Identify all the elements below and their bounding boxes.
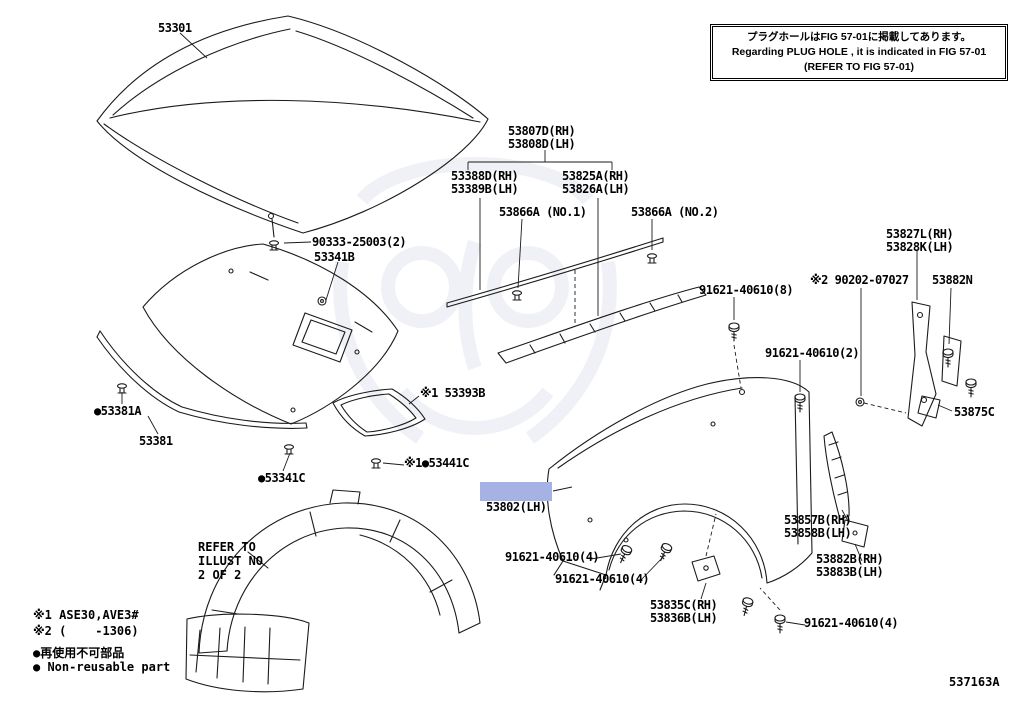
- part-label-53807d-53808d: 53807D(RH) 53808D(LH): [508, 124, 576, 151]
- part-label-53441c: ※1●53441C: [404, 456, 469, 470]
- refer-note-line: REFER TO: [198, 540, 256, 554]
- part-label-line: 53882B(RH): [816, 552, 884, 566]
- part-label-90202-07027: ※2 90202-07027: [810, 273, 909, 287]
- part-label-53341b: 53341B: [314, 250, 355, 264]
- part-label-53827l-53828k: 53827L(RH) 53828K(LH): [886, 227, 954, 254]
- selected-part-highlight[interactable]: [480, 482, 552, 501]
- part-label-91621-40610-4a: 91621-40610(4): [505, 550, 600, 564]
- fender-bracket-drawing: [691, 555, 721, 582]
- part-label-91621-40610-8: 91621-40610(8): [699, 283, 794, 297]
- push-clip-icon: [511, 290, 523, 301]
- part-label-line: 53826A(LH): [562, 182, 630, 196]
- hood-insulator-drawing: [142, 243, 399, 425]
- part-label-line: 53858B(LH): [784, 526, 852, 540]
- part-label-91621-40610-4b: 91621-40610(4): [555, 572, 650, 586]
- notice-line-refer: (REFER TO FIG 57-01): [803, 61, 915, 73]
- part-label-53381a: ●53381A: [94, 404, 142, 418]
- plug-hole-notice: プラグホールはFIG 57-01に掲載してあります。 Regarding PLU…: [710, 24, 1008, 81]
- part-label-line: 53808D(LH): [508, 137, 576, 151]
- hood-seal-drawing: [96, 330, 308, 429]
- hood-plate-drawing: [332, 388, 426, 437]
- fender-liner-drawing: [185, 489, 481, 693]
- part-label-91621-40610-2: 91621-40610(2): [765, 346, 860, 360]
- bolt-icon: [774, 614, 786, 634]
- cowl-seal-drawing: [446, 237, 707, 364]
- part-label-53825a-53826a: 53825A(RH) 53826A(LH): [562, 169, 630, 196]
- part-label-53381: 53381: [139, 434, 173, 448]
- legend-note-4: ● Non-reusable part: [33, 660, 171, 674]
- dashed-reference-lines: [574, 270, 907, 611]
- bolt-icon: [942, 348, 954, 368]
- part-label-53802[interactable]: 53802(LH): [486, 500, 547, 514]
- part-label-line: 53835C(RH): [650, 598, 718, 612]
- refer-illust-note: REFER TO ILLUST NO 2 OF 2: [198, 540, 263, 582]
- bolt-icon: [738, 596, 755, 618]
- push-clip-icon: [283, 444, 295, 455]
- part-label-line: 53827L(RH): [886, 227, 954, 241]
- notice-line-english: Regarding PLUG HOLE , it is indicated in…: [731, 46, 987, 58]
- part-label-line: 53388D(RH): [451, 169, 519, 183]
- part-label-line: 53389B(LH): [451, 182, 519, 196]
- part-label-line: 53825A(RH): [562, 169, 630, 183]
- legend-note-2: ※2 ( -1306): [33, 624, 139, 638]
- bolt-icon: [794, 393, 806, 413]
- bolt-icon: [965, 378, 977, 398]
- part-label-line: 53807D(RH): [508, 124, 576, 138]
- part-label-90333-25003: 90333-25003(2): [312, 235, 407, 249]
- part-label-91621-40610-4c: 91621-40610(4): [804, 616, 899, 630]
- part-label-53341c: ●53341C: [258, 471, 306, 485]
- watermark: [333, 157, 617, 444]
- part-label-line: 53828K(LH): [886, 240, 954, 254]
- part-label-line: 53836B(LH): [650, 611, 718, 625]
- refer-note-line: ILLUST NO: [198, 554, 264, 568]
- leader-lines: [121, 32, 953, 626]
- notice-line-japanese: プラグホールはFIG 57-01に掲載してあります。: [746, 31, 972, 43]
- fender-stay-drawing: [823, 431, 869, 548]
- part-label-53875c: 53875C: [954, 405, 995, 419]
- part-label-53866a-no1: 53866A (NO.1): [499, 205, 587, 219]
- part-label-line: 53883B(LH): [816, 565, 884, 579]
- bolt-icon: [655, 541, 674, 564]
- push-clip-icon: [646, 253, 658, 264]
- part-label-53882b-53883b: 53882B(RH) 53883B(LH): [816, 552, 884, 579]
- refer-note-line: 2 OF 2: [198, 568, 242, 582]
- screw-icon: [370, 458, 382, 469]
- part-label-53866a-no2: 53866A (NO.2): [631, 205, 719, 219]
- push-clip-icon: [116, 383, 128, 394]
- part-label-53835c-53836b: 53835C(RH) 53836B(LH): [650, 598, 718, 625]
- part-label-53388d-53389b: 53388D(RH) 53389B(LH): [451, 169, 519, 196]
- legend-note-1: ※1 ASE30,AVE3#: [33, 608, 139, 622]
- diagram-number: 537163A: [949, 675, 1000, 689]
- bolt-icon: [728, 322, 740, 342]
- fender-panel-drawing: [546, 377, 813, 591]
- hinge-parts-drawing: [855, 301, 962, 427]
- part-label-53857b-53858b: 53857B(RH) 53858B(LH): [784, 513, 852, 540]
- part-label-53301: 53301: [158, 21, 192, 35]
- hood-panel-drawing: [96, 15, 489, 238]
- legend-note-3: ●再使用不可部品: [33, 646, 125, 660]
- part-label-53882n: 53882N: [932, 273, 973, 287]
- part-label-53393b: ※1 53393B: [420, 386, 485, 400]
- part-label-line: 53857B(RH): [784, 513, 852, 527]
